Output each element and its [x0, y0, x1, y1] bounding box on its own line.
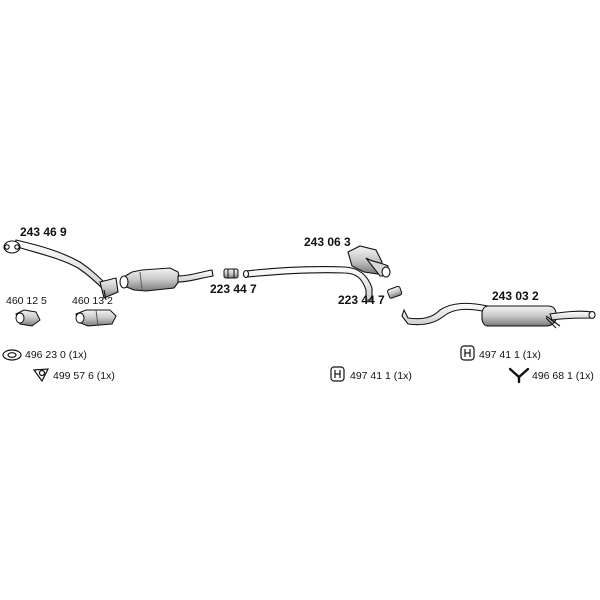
part-number-front-pipe: 243 46 9 — [20, 225, 67, 239]
accessory-hanger-center: 497 41 1 (1x) — [350, 370, 412, 382]
center-pipe-part[interactable] — [242, 245, 391, 301]
part-number-center-muffler: 243 06 3 — [304, 235, 351, 249]
part-number-clamp-left: 223 44 7 — [210, 282, 257, 296]
front-pipe-part[interactable] — [3, 239, 119, 301]
accessory-mount-rear: 496 68 1 (1x) — [532, 370, 594, 382]
ring-gasket-icon — [2, 349, 22, 361]
rear-muffler-part[interactable] — [401, 302, 596, 329]
y-mount-icon — [508, 367, 530, 384]
part-number-gasket-b: 460 13 2 — [72, 295, 113, 307]
part-number-clamp-right: 223 44 7 — [338, 293, 385, 307]
rubber-hanger-icon — [460, 345, 475, 361]
part-number-rear-muffler: 243 03 2 — [492, 289, 539, 303]
accessory-ring-gasket: 496 23 0 (1x) — [25, 349, 87, 361]
pipe-clamp-part[interactable] — [387, 285, 403, 299]
part-number-gasket-a: 460 12 5 — [6, 295, 47, 307]
rubber-hanger-icon — [330, 366, 345, 382]
accessory-triangle-gasket: 499 57 6 (1x) — [53, 370, 115, 382]
catalytic-converter-part[interactable] — [119, 267, 214, 292]
pipe-clamp-part[interactable] — [223, 268, 239, 279]
triangle-gasket-icon — [32, 368, 50, 383]
flange-gasket-part[interactable] — [15, 309, 41, 327]
accessory-hanger-rear: 497 41 1 (1x) — [479, 349, 541, 361]
flange-gasket-part[interactable] — [75, 309, 117, 327]
